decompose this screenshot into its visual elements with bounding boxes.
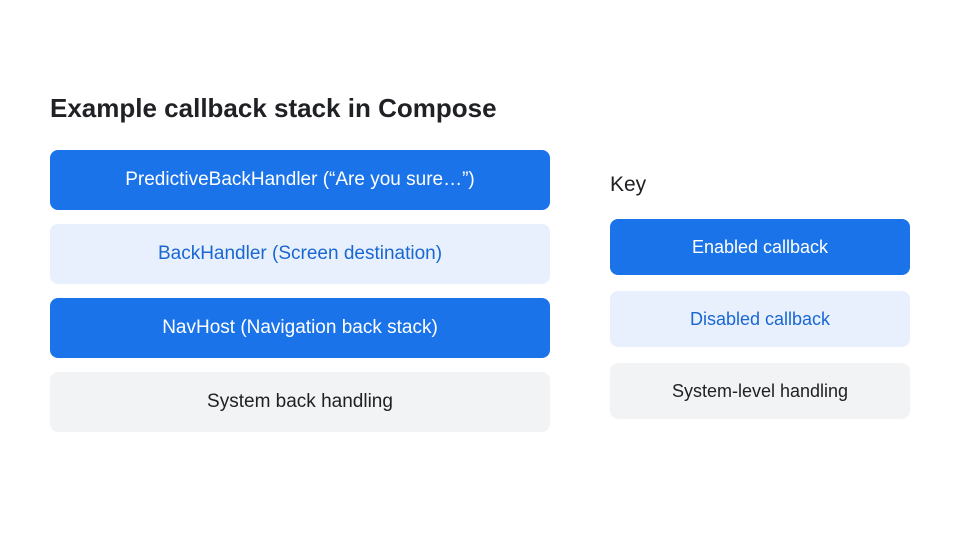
stack-item-navhost: NavHost (Navigation back stack) — [50, 298, 550, 358]
key-item-disabled: Disabled callback — [610, 291, 910, 347]
diagram-title: Example callback stack in Compose — [50, 93, 497, 123]
key-title: Key — [610, 173, 647, 196]
callback-stack: PredictiveBackHandler (“Are you sure…”) … — [50, 150, 550, 446]
key-item-enabled: Enabled callback — [610, 219, 910, 275]
key-item-system: System-level handling — [610, 363, 910, 419]
key-legend: Enabled callback Disabled callback Syste… — [610, 219, 910, 435]
stack-item-back-handler: BackHandler (Screen destination) — [50, 224, 550, 284]
stack-item-predictive-back-handler: PredictiveBackHandler (“Are you sure…”) — [50, 150, 550, 210]
stack-item-system-back: System back handling — [50, 372, 550, 432]
